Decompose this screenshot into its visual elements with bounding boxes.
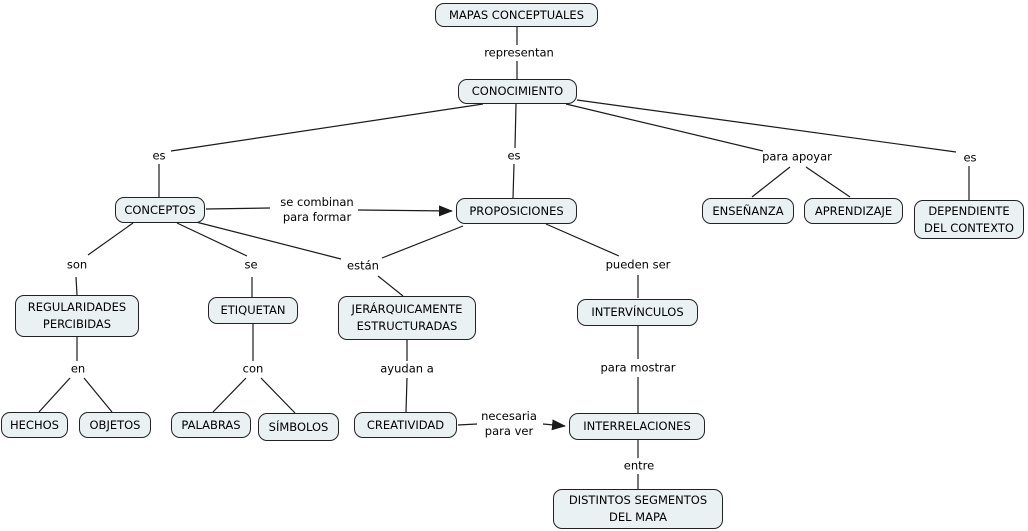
concept-node-etiquetan[interactable]: ETIQUETAN <box>208 297 298 324</box>
concept-node-proposiciones[interactable]: PROPOSICIONES <box>456 198 577 224</box>
concept-node-aprendizaje[interactable]: APRENDIZAJE <box>804 198 903 224</box>
link-label-se[interactable]: se <box>244 257 258 272</box>
concept-node-conocimiento[interactable]: CONOCIMIENTO <box>458 79 577 104</box>
concept-node-objetos[interactable]: OBJETOS <box>79 412 151 438</box>
link-label-estan[interactable]: están <box>347 258 379 273</box>
concept-node-ensenanza[interactable]: ENSEÑANZA <box>702 198 794 224</box>
link-label-ayudan-a[interactable]: ayudan a <box>380 361 434 376</box>
connector-line <box>457 423 478 426</box>
connector-line <box>38 377 71 413</box>
link-label-representan[interactable]: representan <box>484 45 554 60</box>
connector-line <box>170 103 484 152</box>
connector-arrow-line <box>542 419 566 431</box>
connector-line <box>260 377 296 414</box>
concept-node-mapas-conceptuales[interactable]: MAPAS CONCEPTUALES <box>435 3 598 27</box>
connector-line <box>565 103 764 152</box>
concept-node-distintos-segmentos-del-mapa[interactable]: DISTINTOS SEGMENTOS DEL MAPA <box>553 489 723 529</box>
connector-line <box>576 99 957 153</box>
link-label-para-mostrar[interactable]: para mostrar <box>600 360 676 375</box>
connector-line <box>405 377 408 413</box>
connector-line <box>176 222 248 257</box>
connector-line <box>75 276 78 296</box>
link-label-con[interactable]: con <box>242 361 264 376</box>
link-label-pueden-ser[interactable]: pueden ser <box>605 257 671 272</box>
connector-arrow-line <box>357 205 453 217</box>
connector-line <box>545 223 620 257</box>
connector-line <box>377 275 404 297</box>
link-label-son[interactable]: son <box>66 257 88 272</box>
concept-node-regularidades-percibidas[interactable]: REGULARIDADES PERCIBIDAS <box>15 295 139 337</box>
link-label-para-apoyar[interactable]: para apoyar <box>762 149 832 164</box>
connector-line <box>381 225 464 259</box>
concept-node-hechos[interactable]: HECHOS <box>1 412 68 438</box>
link-label-es-3[interactable]: es <box>963 150 977 165</box>
connector-line <box>751 166 791 198</box>
concept-node-intervinculos[interactable]: INTERVÍNCULOS <box>577 299 698 326</box>
link-label-se-combinan[interactable]: se combinan para formar <box>280 195 354 224</box>
concept-node-palabras[interactable]: PALABRAS <box>171 412 251 438</box>
link-label-en[interactable]: en <box>70 361 86 376</box>
link-label-entre[interactable]: entre <box>623 458 655 473</box>
connector-line <box>87 222 134 256</box>
connector-line <box>195 221 342 260</box>
concept-node-jerarquicamente-estructuradas[interactable]: JERÁRQUICAMENTE ESTRUCTURADAS <box>338 296 476 340</box>
concept-node-simbolos[interactable]: SÍMBOLOS <box>258 413 339 441</box>
link-label-es-1[interactable]: es <box>152 148 166 163</box>
concept-node-creatividad[interactable]: CREATIVIDAD <box>354 412 457 438</box>
connector-line <box>514 103 517 149</box>
connector-line <box>512 163 515 199</box>
concept-node-interrelaciones[interactable]: INTERRELACIONES <box>569 413 705 440</box>
link-label-necesaria[interactable]: necesaria para ver <box>481 409 537 438</box>
connector-line <box>805 166 851 198</box>
concept-node-conceptos[interactable]: CONCEPTOS <box>115 197 205 223</box>
connector-line <box>83 377 113 413</box>
connector-line <box>212 377 247 413</box>
link-label-es-2[interactable]: es <box>507 148 521 163</box>
connector-line <box>205 207 271 210</box>
concept-node-dependiente-del-contexto[interactable]: DEPENDIENTE DEL CONTEXTO <box>914 200 1024 239</box>
